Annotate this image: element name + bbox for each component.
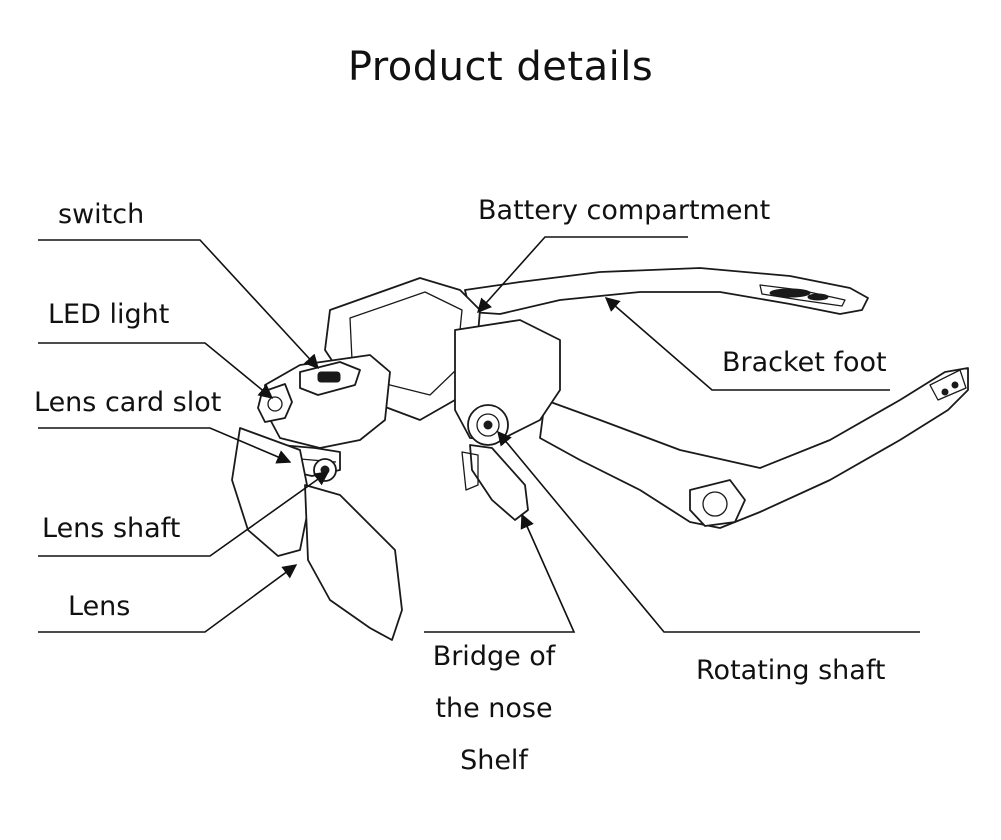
nose-bridge-shelf — [469, 444, 529, 521]
label-bracket-foot: Bracket foot — [722, 347, 887, 378]
arm-hinge — [689, 479, 746, 527]
knob-center — [483, 420, 493, 430]
end-tab-dot — [941, 388, 949, 396]
battery-compartment-leader — [477, 236, 688, 314]
end-tab-dot-2 — [951, 381, 959, 389]
label-lens-shaft: Lens shaft — [42, 513, 181, 544]
label-switch: switch — [58, 199, 145, 230]
arm-end-tab — [929, 369, 967, 401]
bracket-foot-leader — [604, 297, 890, 391]
label-nose-bridge-line1: Bridge of — [432, 641, 556, 672]
front-frame — [264, 354, 391, 449]
label-nose-bridge-line2: the nose — [435, 693, 553, 724]
lower-temple-arm — [539, 367, 969, 529]
led-light-leader — [38, 342, 274, 399]
lens-shaft-leader — [38, 471, 330, 557]
grip-texture — [769, 288, 811, 298]
nose-pad-left — [461, 451, 479, 491]
lens-card-slot-leader — [38, 427, 292, 464]
hinge-pin — [702, 491, 728, 517]
nose-bridge-leader — [424, 513, 576, 633]
upper-temple-arm — [464, 267, 869, 315]
led-bulb — [267, 396, 283, 412]
switch-leader — [38, 239, 319, 370]
callout-leaders — [38, 236, 920, 633]
lens-leader — [38, 564, 298, 633]
label-lens: Lens — [68, 591, 131, 622]
page-title: Product details — [347, 44, 654, 90]
grip-texture-2 — [807, 293, 829, 301]
label-battery-compartment: Battery compartment — [478, 195, 771, 226]
label-rotating-shaft: Rotating shaft — [696, 655, 886, 686]
label-nose-bridge-line3: Shelf — [460, 745, 528, 776]
label-led-light: LED light — [48, 299, 170, 330]
magnifier-drawing — [231, 267, 969, 641]
lens-right — [304, 484, 403, 641]
rotating-shaft-leader — [497, 430, 920, 633]
label-lens-card-slot: Lens card slot — [34, 387, 222, 418]
switch-button — [317, 371, 341, 383]
knob-inner — [476, 413, 500, 437]
